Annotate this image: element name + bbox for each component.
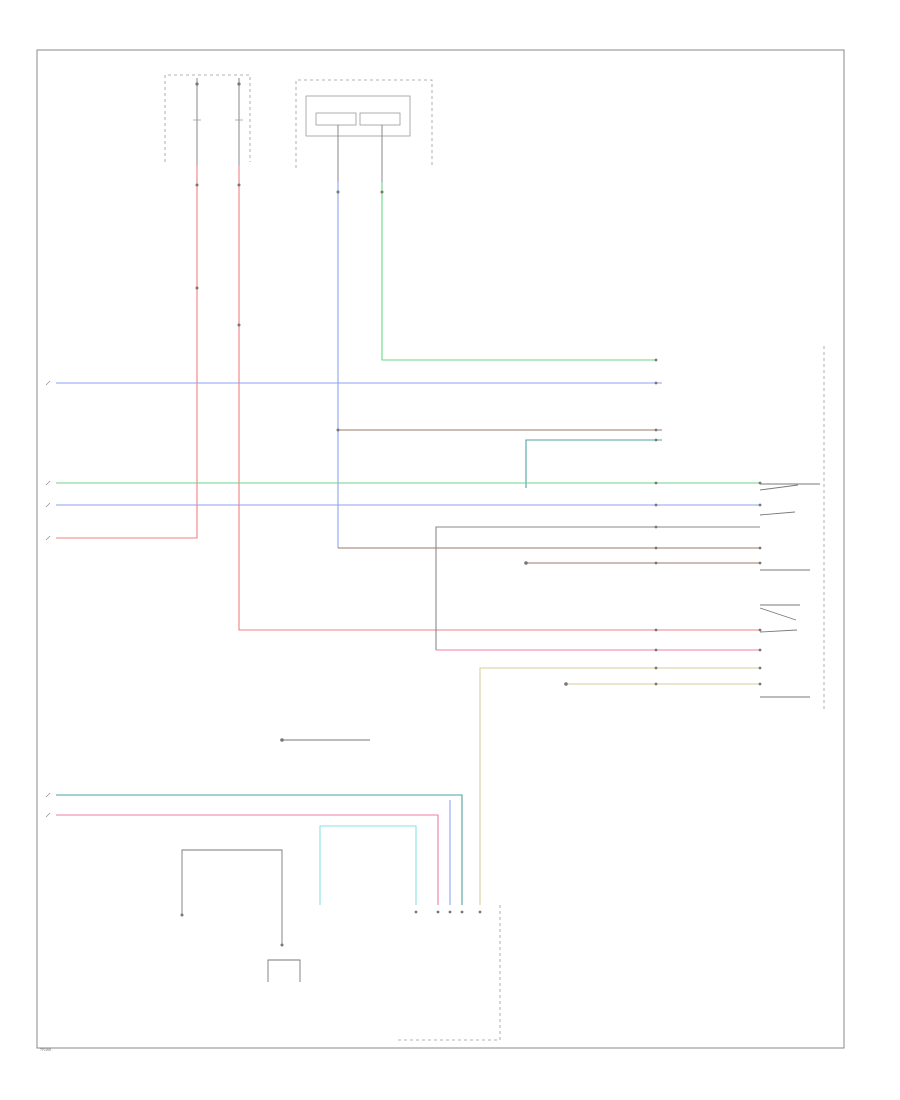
right-switch-assembly — [759, 346, 825, 712]
fuse-block — [164, 74, 251, 165]
red-wire-left — [56, 165, 198, 539]
green-wire-vertical — [381, 182, 656, 361]
relay-box — [305, 95, 411, 137]
control-module-top — [295, 79, 433, 182]
lower-module-outline — [398, 905, 501, 1041]
gray-bus — [435, 526, 760, 650]
teal-bus — [525, 439, 662, 488]
footer-code: TP2WR — [39, 1048, 52, 1052]
red-wire-long — [238, 165, 662, 631]
sensor-loop — [181, 849, 283, 945]
teal-lower-wire — [56, 794, 463, 905]
cyan-lower-wire — [319, 825, 417, 905]
diagram-frame — [36, 49, 845, 1049]
pink-lower-wire — [56, 814, 439, 905]
tan-bus-1 — [479, 667, 760, 905]
terminals — [180, 183, 762, 947]
left-edge-ticks — [45, 380, 51, 818]
small-box — [267, 959, 301, 982]
